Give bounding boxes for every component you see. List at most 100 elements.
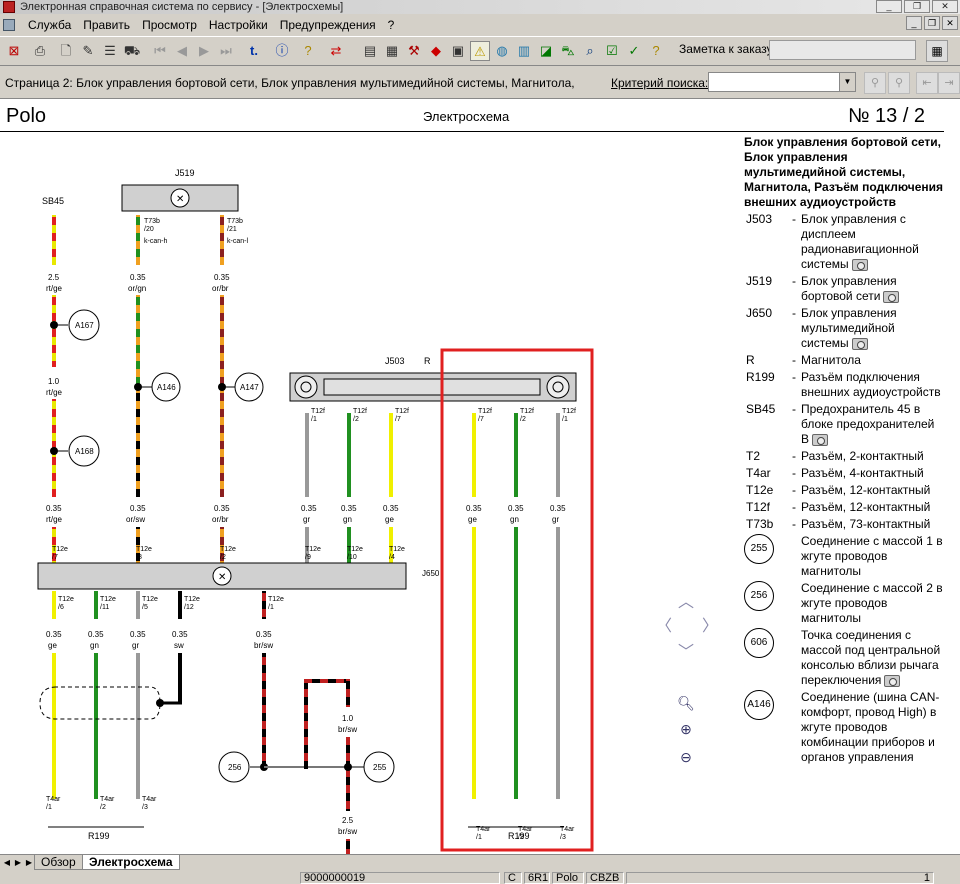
tab-scroll-end-icon[interactable]: ▶	[25, 858, 33, 867]
menu-edit[interactable]: Править	[83, 18, 131, 32]
search-doc-icon[interactable]: ⌕	[586, 43, 594, 58]
tool-icon[interactable]: ⚒	[408, 43, 420, 58]
zoom-out-icon[interactable]: ⊖	[680, 749, 692, 765]
legend-dash: -	[792, 212, 796, 226]
text-icon[interactable]: t.	[250, 43, 258, 58]
grid-icon[interactable]: ▦	[385, 43, 399, 58]
warning-icon[interactable]: ⚠	[470, 41, 490, 61]
wire-t4-gn	[94, 653, 98, 799]
globe-icon[interactable]: ◍	[496, 43, 508, 58]
page-icon[interactable]: ▣	[451, 43, 465, 58]
checklist-icon[interactable]: ☑	[606, 43, 618, 58]
prev-result-icon[interactable]: ⇤	[916, 72, 938, 94]
approve-icon[interactable]: ✓	[628, 43, 640, 58]
legend-code: T4ar	[746, 466, 771, 480]
doc-model: Polo	[6, 105, 47, 127]
close-button[interactable]: ✕	[932, 0, 958, 13]
diagnostic-icon[interactable]: ◪	[539, 43, 553, 58]
bookmark-icon[interactable]: ◆	[431, 43, 441, 58]
note-input[interactable]	[769, 40, 916, 60]
j503-display	[323, 378, 541, 396]
help-icon[interactable]: ?	[304, 43, 312, 58]
legend-item: J503-Блок управления с дисплеем радионав…	[744, 212, 944, 272]
doc-help-icon[interactable]: ?	[652, 43, 660, 58]
minimize-button[interactable]: _	[876, 0, 902, 13]
wire-sb45-upper	[52, 295, 56, 367]
print-icon[interactable]: ⎙	[34, 43, 46, 58]
tab-overview[interactable]: Обзор	[34, 855, 83, 870]
nav-down-icon[interactable]: ﹀	[677, 644, 694, 661]
a147-circle	[234, 372, 264, 402]
chevron-down-icon[interactable]: ▼	[839, 73, 855, 91]
legend-code: T12f	[746, 500, 771, 514]
wire-gnd-loop	[304, 679, 350, 683]
search-back-icon[interactable]: ⚲	[888, 72, 910, 94]
legend-text: Предохранитель 45 в блоке предохранителе…	[801, 402, 935, 446]
pin-t12e6: T12e/6	[58, 596, 74, 611]
wire-sb45-to-j650	[52, 527, 56, 563]
first-page-icon[interactable]: ⏮	[154, 43, 166, 58]
camera-icon[interactable]	[851, 258, 868, 271]
next-result-icon[interactable]: ⇥	[938, 72, 960, 94]
search-forward-icon[interactable]: ⚲	[864, 72, 886, 94]
wire-t4-ge-gauge: 0.35	[46, 630, 62, 639]
a146-circle	[151, 372, 181, 402]
car-icon[interactable]: ⛍	[561, 43, 575, 58]
search-criteria-select[interactable]: ▼	[708, 72, 856, 92]
pin-t12e8: T12e/8	[136, 546, 152, 561]
exit-icon[interactable]: ⊠	[8, 43, 20, 58]
mdi-restore-button[interactable]: ❐	[924, 16, 940, 30]
info-icon[interactable]: ⓘ	[275, 43, 289, 58]
book-icon[interactable]: ▤	[363, 43, 377, 58]
wire-gnd2	[346, 737, 350, 811]
nav-left-icon[interactable]: 〈	[655, 618, 672, 635]
next-page-icon[interactable]: ▶	[199, 43, 209, 58]
legend-dash: -	[792, 274, 796, 288]
status-model-code: 6R1	[524, 872, 550, 884]
nav-up-icon[interactable]: ︿	[677, 594, 694, 611]
legend-text: Блок управления мультимедийной системы	[801, 306, 897, 350]
status-engine: CBZB	[586, 872, 624, 884]
tab-scroll-left-icon[interactable]: ◀	[3, 858, 11, 867]
camera-icon[interactable]	[812, 433, 829, 446]
prev-page-icon[interactable]: ◀	[177, 43, 187, 58]
pin-t12e12: T12e/12	[184, 596, 200, 611]
edit-document-icon[interactable]: ✎	[82, 43, 94, 58]
wire-canh-bot-color: or/sw	[126, 515, 145, 524]
pin-t12e10: T12e/10	[347, 546, 363, 561]
mdi-minimize-button[interactable]: _	[906, 16, 922, 30]
camera-icon[interactable]	[883, 290, 900, 303]
tab-scroll-right-icon[interactable]: ▶	[14, 858, 22, 867]
maximize-button[interactable]: ❐	[904, 0, 930, 13]
j650-label: J650	[422, 569, 440, 578]
new-document-icon[interactable]: 🗋	[60, 43, 72, 58]
database-icon[interactable]: ▥	[517, 43, 531, 58]
vehicle-icon[interactable]: ⛟	[123, 43, 141, 58]
menu-settings[interactable]: Настройки	[208, 18, 268, 32]
camera-icon[interactable]	[851, 337, 868, 350]
zoom-in-icon[interactable]: ⊕	[680, 721, 692, 737]
a146-label: A146	[157, 383, 176, 392]
note-button[interactable]: ▦	[926, 40, 948, 62]
menu-view[interactable]: Просмотр	[142, 18, 197, 32]
camera-icon[interactable]	[884, 674, 901, 687]
switch-icon[interactable]: ⇄	[330, 43, 342, 58]
wire-sb45-top-color: rt/ge	[46, 284, 63, 293]
document-view[interactable]: Polo Электросхема № 13 / 2 ✕ J519 SB45 2…	[0, 98, 960, 854]
mdi-close-button[interactable]: ✕	[942, 16, 958, 30]
menu-service[interactable]: Служба	[28, 18, 72, 32]
legend-heading: Блок управления бортовой сети, Блок упра…	[744, 135, 943, 209]
legend-item: T12e-Разъём, 12-контактный	[744, 483, 944, 498]
pin-t73b21: T73b/21	[227, 218, 243, 233]
tab-schematic[interactable]: Электросхема	[82, 855, 180, 870]
menu-help[interactable]: ?	[387, 18, 395, 32]
window-titlebar: Электронная справочная система по сервис…	[0, 0, 960, 14]
nav-right-icon[interactable]: 〉	[701, 618, 718, 635]
menu-warnings[interactable]: Предупреждения	[279, 18, 376, 32]
zoom-icon[interactable]: 🔍︎	[677, 695, 695, 711]
legend-text: Разъём, 4-контактный	[801, 466, 924, 480]
last-page-icon[interactable]: ⏭	[220, 43, 232, 58]
document-list-icon[interactable]: ☰	[104, 43, 116, 58]
wire-gnd3	[346, 839, 350, 854]
pin-canh: k-can-h	[144, 238, 167, 245]
